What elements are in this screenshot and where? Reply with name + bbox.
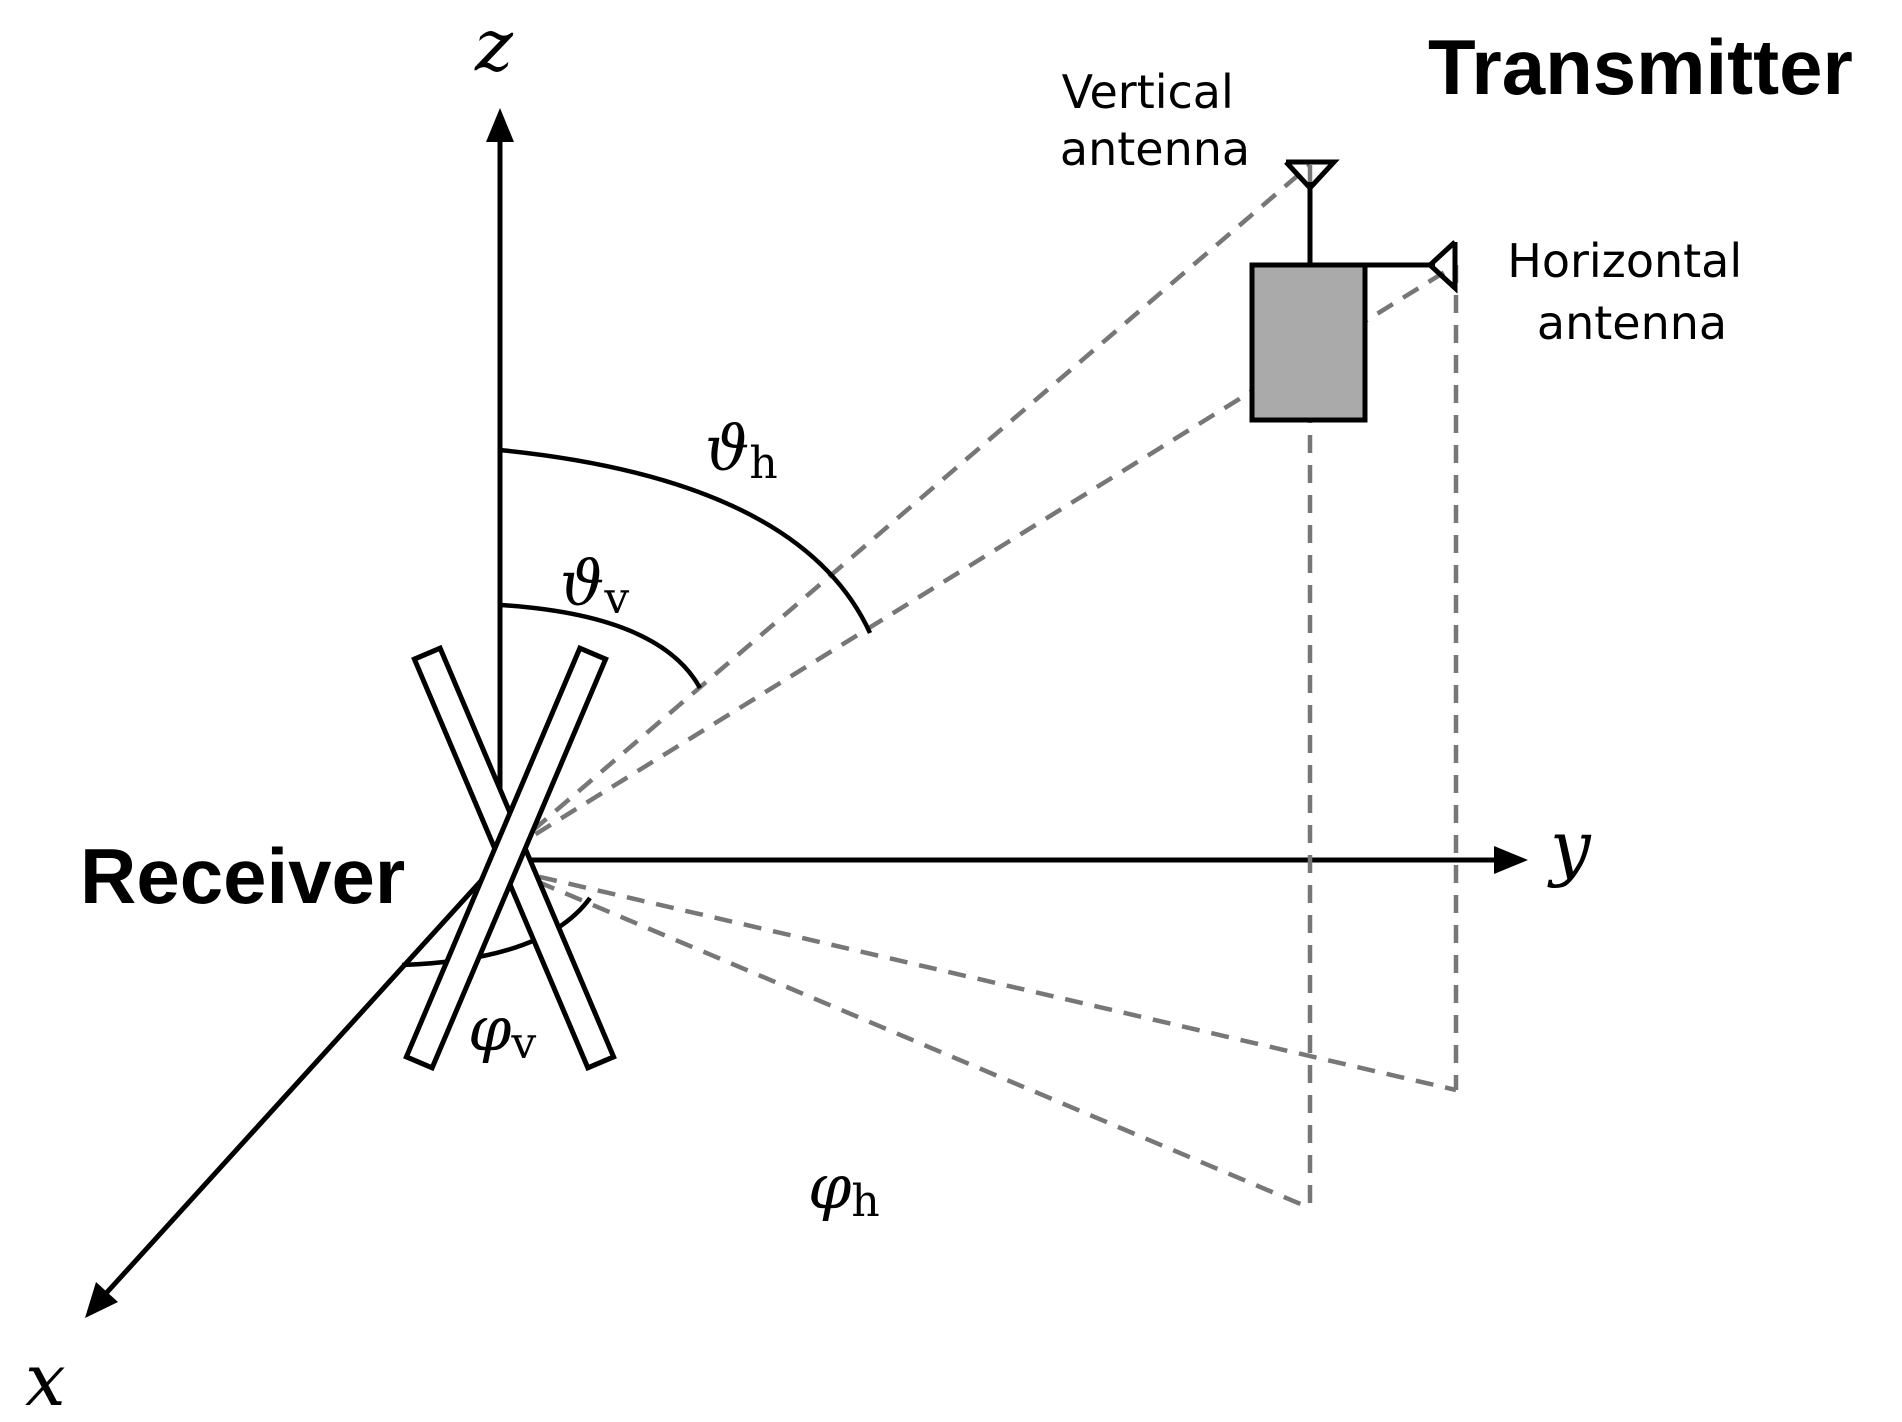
- dash-floor-horizontal: [509, 867, 1457, 1093]
- receiver-label: Receiver: [80, 832, 405, 920]
- horizontal-antenna: [1365, 240, 1458, 294]
- theta-h-arc: [499, 447, 873, 634]
- transmitter-label: Transmitter: [1428, 23, 1853, 111]
- x-axis-label: x: [25, 1338, 66, 1422]
- y-axis-label: y: [1547, 805, 1592, 889]
- vertical-antenna: [1284, 159, 1340, 265]
- theta-v-arc: [499, 602, 702, 690]
- angle-arcs: [401, 447, 873, 968]
- y-axis: [510, 846, 1528, 874]
- z-axis-label: z: [474, 3, 514, 87]
- phi-h-label: φh: [808, 1150, 880, 1227]
- receiver-dipoles: [403, 644, 617, 1072]
- phi-v-label: φv: [468, 992, 536, 1069]
- transmitter: [1249, 159, 1458, 423]
- horizontal-antenna-label: Horizontal antenna: [1507, 234, 1757, 350]
- projection-lines: [508, 163, 1459, 1211]
- theta-v-label: ϑv: [560, 547, 629, 624]
- receiver-dipole-right: [403, 644, 609, 1072]
- phi-v-arc: [401, 896, 592, 968]
- vertical-antenna-label: Vertical antenna: [1060, 65, 1250, 176]
- transmitter-box: [1249, 262, 1368, 423]
- x-axis: [85, 858, 502, 1318]
- dash-to-horizontal-antenna: [508, 263, 1458, 852]
- dash-floor-vertical: [509, 867, 1311, 1211]
- theta-h-label: ϑh: [705, 412, 778, 489]
- z-axis: [486, 108, 514, 790]
- dash-to-vertical-antenna: [508, 163, 1312, 852]
